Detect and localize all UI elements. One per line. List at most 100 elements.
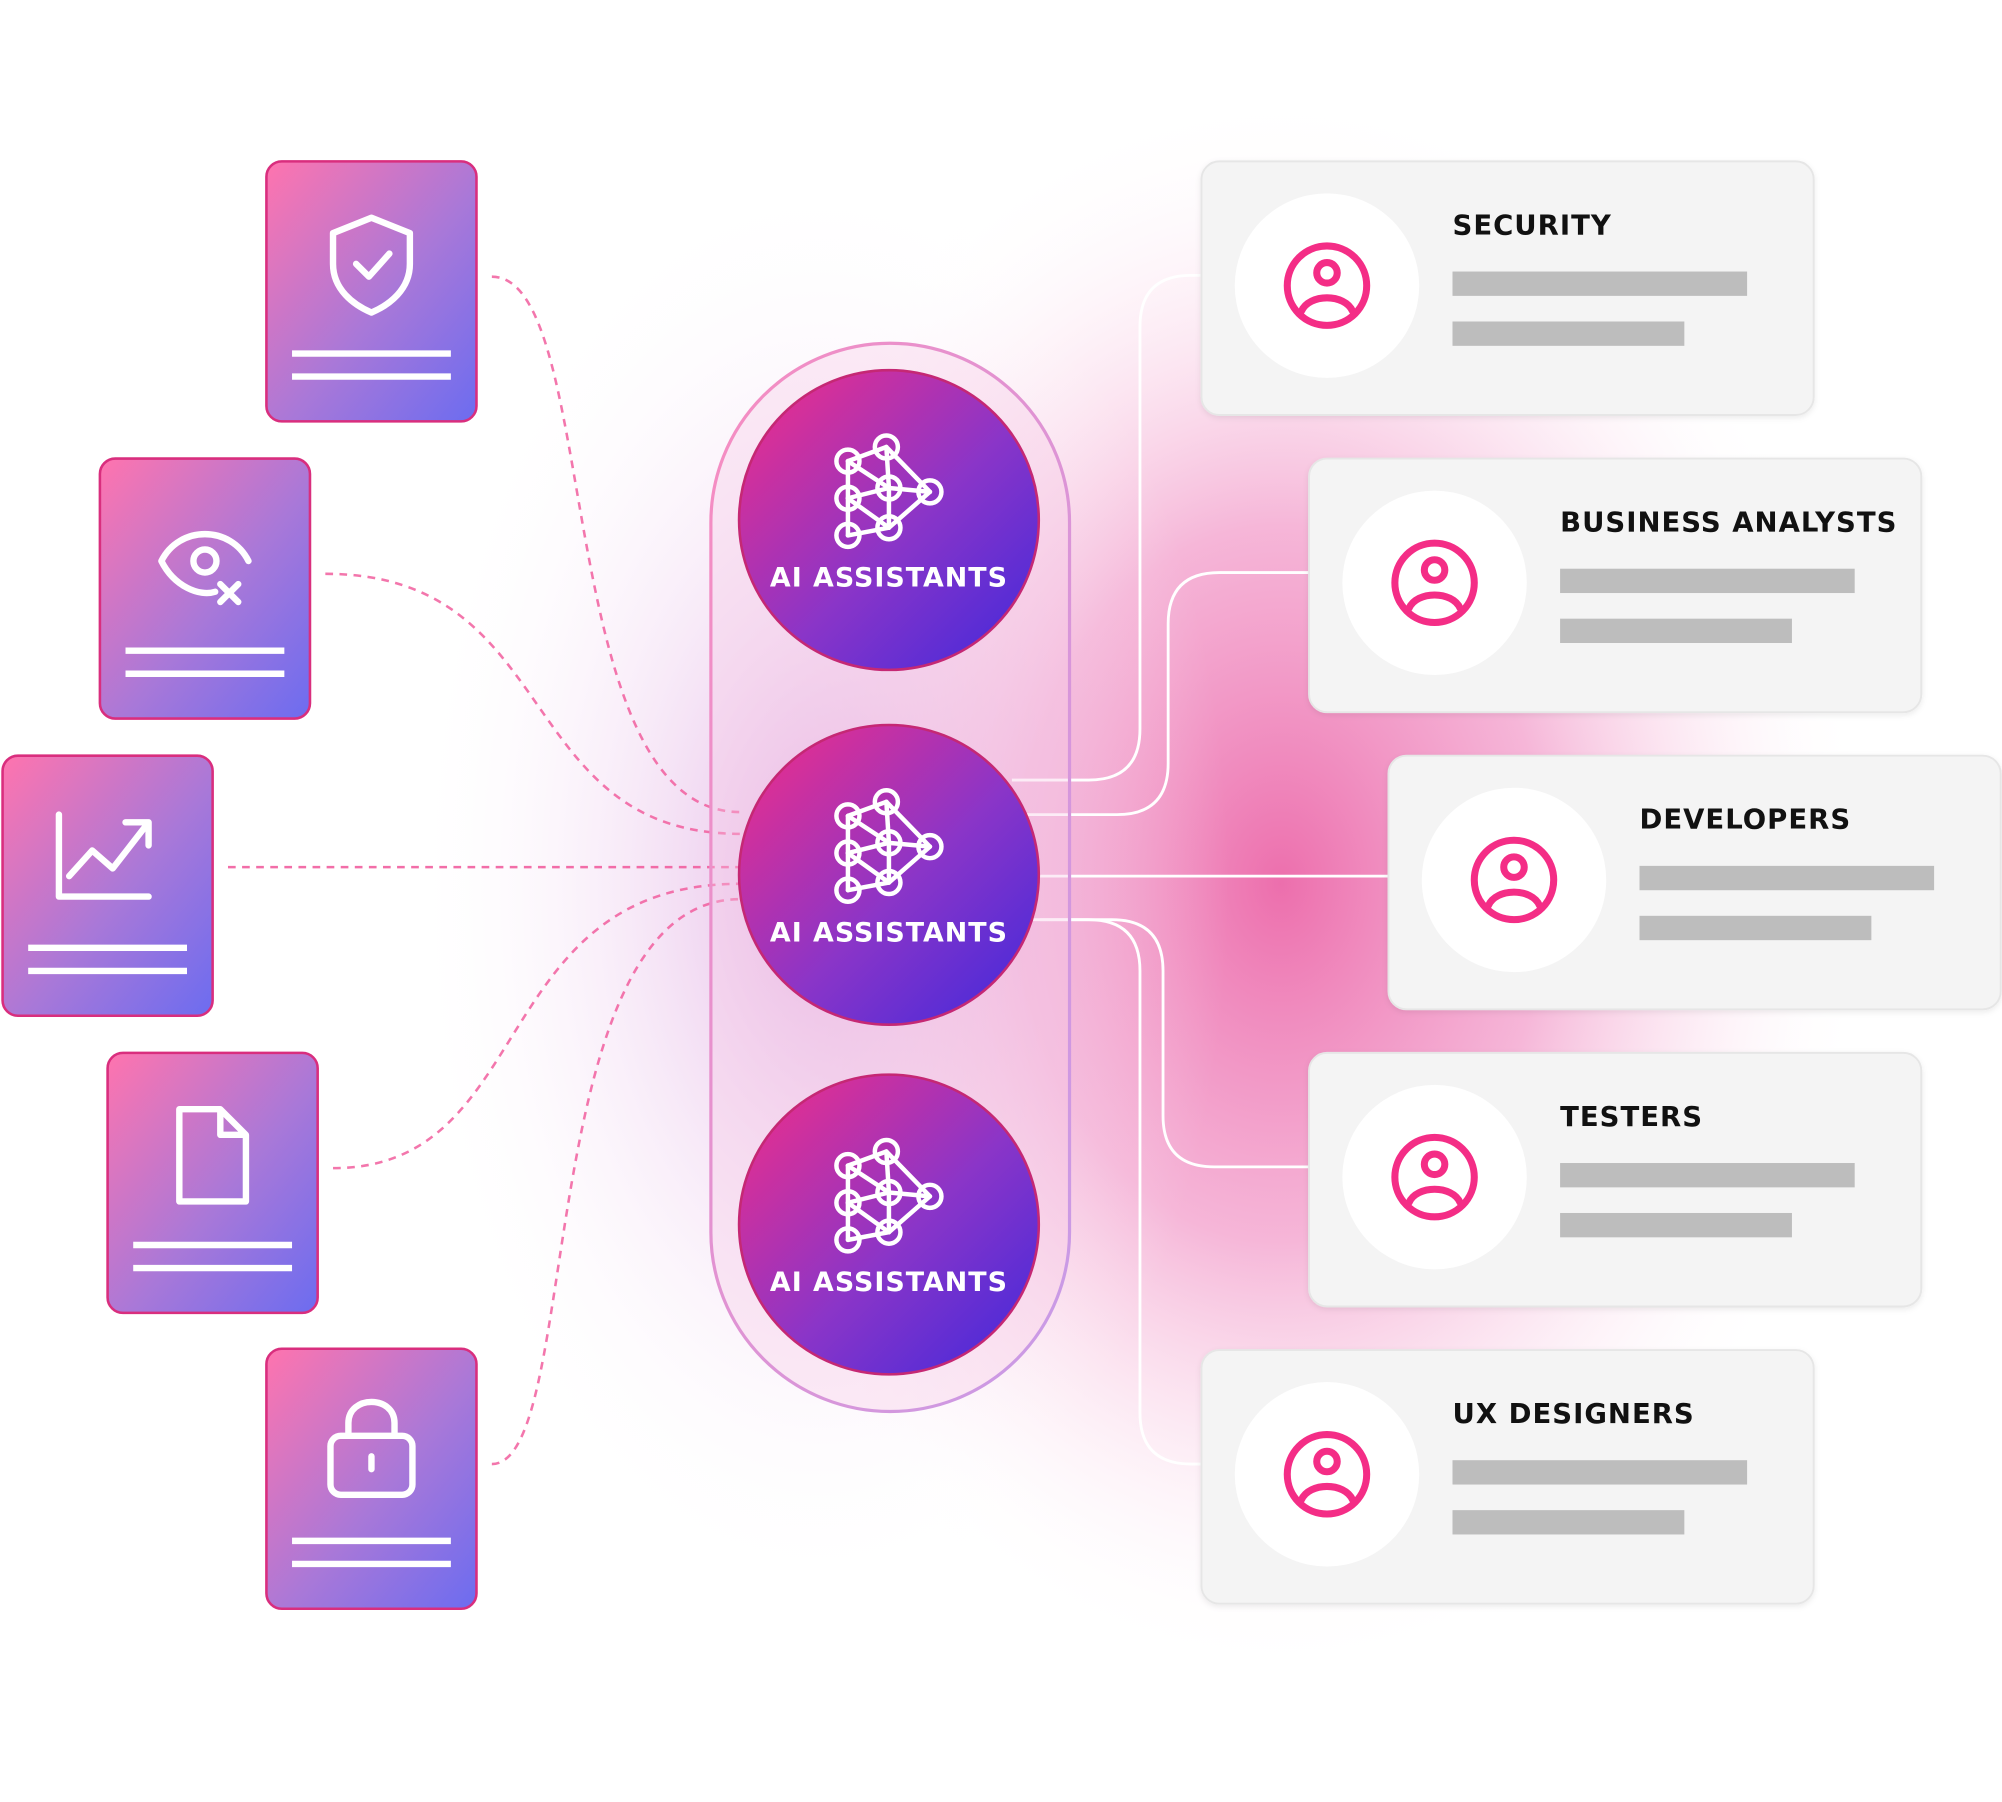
role-card: DEVELOPERS: [1387, 754, 2002, 1011]
neural-node: [875, 1218, 903, 1246]
user-avatar-icon: [1391, 1133, 1478, 1221]
user-avatar-icon: [1470, 836, 1558, 924]
user-avatar-icon: [1283, 242, 1371, 329]
role-title: UX DESIGNERS: [1453, 1398, 1695, 1430]
user-avatar-icon: [1391, 539, 1478, 627]
role-connector: [1040, 918, 1202, 1466]
ai-assistant-label: AI ASSISTANTS: [770, 563, 1008, 594]
neural-node: [834, 1226, 862, 1254]
neural-node: [875, 1178, 903, 1207]
user-avatar-icon: [1283, 1431, 1371, 1518]
ai-assistant-node: AI ASSISTANTS: [737, 368, 1041, 672]
document-background: [265, 1347, 478, 1611]
neural-link: [845, 813, 892, 846]
ai-assistant-label: AI ASSISTANTS: [770, 1267, 1008, 1298]
shield-shape: [329, 214, 414, 316]
shield-check-icon: [329, 214, 414, 316]
avatar-shoulders: [1405, 591, 1464, 612]
role-card: UX DESIGNERS: [1200, 1349, 1815, 1605]
role-title: DEVELOPERS: [1640, 804, 1852, 836]
neural-link: [845, 799, 889, 819]
lock-body: [327, 1432, 416, 1498]
neural-link: [845, 880, 892, 893]
neural-node: [834, 1151, 862, 1180]
neural-node: [916, 1182, 944, 1211]
placeholder-bar: [1452, 1510, 1685, 1535]
avatar-shoulders: [1405, 1185, 1464, 1207]
connectors: [227, 273, 1389, 1466]
neural-node: [834, 484, 862, 513]
neural-node: [834, 1188, 862, 1217]
x-mark: [217, 580, 242, 606]
neural-link: [886, 1194, 933, 1235]
neural-node: [834, 802, 862, 830]
role-title: TESTERS: [1560, 1101, 1703, 1133]
neural-link: [845, 1163, 892, 1195]
trend-line: [65, 819, 152, 880]
check-mark: [352, 250, 393, 280]
lock-shackle: [345, 1398, 398, 1440]
neural-node: [834, 876, 862, 904]
neural-link: [845, 1149, 889, 1168]
neural-link: [845, 840, 892, 856]
neural-node: [875, 829, 903, 857]
eye-off-icon: [158, 530, 252, 606]
neural-node: [916, 832, 944, 861]
role-card: TESTERS: [1308, 1051, 1923, 1308]
eye-pupil: [190, 546, 220, 576]
placeholder-bar: [1452, 271, 1748, 296]
neural-node: [872, 433, 901, 461]
ai-assistant-node: AI ASSISTANTS: [737, 723, 1041, 1026]
placeholder-bar: [1639, 865, 1935, 891]
avatar-head: [1420, 1150, 1449, 1179]
neural-link: [884, 799, 892, 846]
neural-node: [834, 521, 862, 550]
placeholder-bar: [1639, 915, 1872, 941]
avatar-head: [1500, 853, 1528, 881]
neural-link: [845, 458, 892, 491]
placeholder-bar: [1452, 321, 1685, 346]
ai-assistant-node: AI ASSISTANTS: [737, 1073, 1041, 1376]
placeholder-bar: [1560, 568, 1855, 594]
source-document-card: [98, 457, 312, 720]
neural-link: [845, 1229, 892, 1243]
neural-node: [916, 478, 944, 506]
avatar-shoulders: [1484, 888, 1544, 910]
neural-node: [872, 788, 901, 816]
neural-link: [845, 1200, 892, 1235]
placeholder-bar: [1560, 1212, 1792, 1238]
trend-chart-icon: [55, 811, 152, 900]
placeholder-bar: [1560, 1163, 1855, 1188]
avatar-ring: [1283, 1431, 1371, 1518]
role-card: BUSINESS ANALYSTS: [1308, 457, 1923, 714]
role-connector: [1011, 273, 1202, 782]
placeholder-bar: [1560, 618, 1792, 643]
role-title: SECURITY: [1453, 209, 1612, 241]
role-cards: SECURITY BUSINESS ANALYSTS DEVELOPERS TESTE…: [1200, 160, 2002, 1605]
document-background: [106, 1051, 319, 1315]
avatar-ring: [1470, 836, 1558, 924]
neural-link: [845, 496, 892, 530]
neural-node: [834, 447, 862, 475]
avatar-ring: [1391, 539, 1478, 627]
neural-link: [845, 485, 892, 501]
neural-link: [886, 1190, 933, 1199]
neural-node: [834, 839, 862, 867]
source-document-card: [265, 1347, 478, 1611]
source-document-card: [265, 160, 478, 423]
neural-link: [886, 840, 933, 849]
avatar-head: [1420, 556, 1449, 584]
avatar-shoulders: [1297, 294, 1357, 315]
neural-node: [875, 868, 903, 897]
doc-connector: [333, 882, 741, 1170]
neural-link: [845, 850, 892, 885]
neural-link: [886, 485, 933, 495]
document-background: [98, 457, 312, 720]
document-background: [1, 754, 214, 1018]
chart-axes: [55, 811, 152, 900]
avatar-shoulders: [1297, 1483, 1357, 1504]
document-background: [265, 160, 478, 423]
source-documents: [1, 160, 478, 1611]
neural-node: [875, 474, 903, 502]
